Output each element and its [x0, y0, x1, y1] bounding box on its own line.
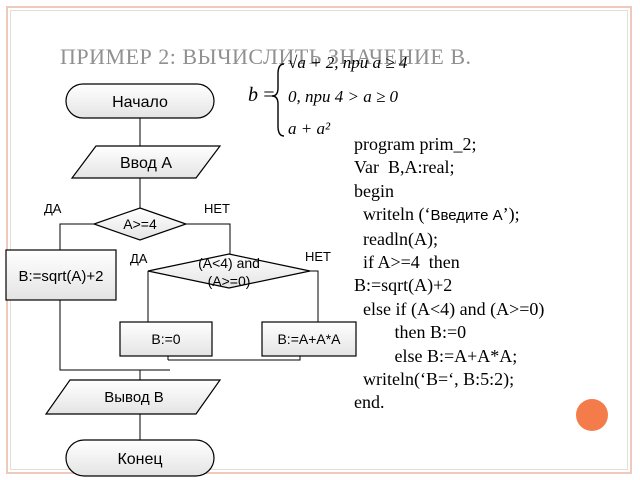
formula-equals: =: [262, 84, 276, 106]
accent-dot: [576, 399, 608, 431]
cond2-yes-label: ДА: [130, 251, 148, 266]
formula-brace: [271, 63, 285, 137]
input-parallelogram: [70, 145, 222, 179]
input-label: Ввод А: [120, 155, 172, 172]
code-line-4-end: ’);: [502, 204, 520, 225]
end-label: Конец: [117, 451, 162, 468]
code-line-7: B:=sqrt(A)+2: [354, 275, 453, 296]
flowchart-shapes: [5, 83, 357, 477]
start-label: Начало: [112, 94, 168, 111]
code-line-4: writeln (‘Введите А’);: [354, 203, 544, 227]
formula-case-2: 0, при 4 > a ≥ 0: [288, 87, 399, 106]
code-line-4-start: writeln (‘: [354, 204, 431, 225]
slide-title: ПРИМЕР 2: ВЫЧИСЛИТЬ ЗНАЧЕНИЕ В.: [60, 44, 472, 69]
flowchart-labels: Начало Ввод А A>=4 ДА НЕТ B:=sqrt(A)+2 (…: [18, 94, 341, 468]
start-terminal: [65, 83, 215, 119]
output-label: Вывод В: [104, 389, 164, 406]
code-line-11: writeln(‘B=‘, B:5:2);: [354, 369, 515, 390]
end-terminal: [65, 439, 215, 477]
output-parallelogram: [44, 379, 222, 415]
decision-range: [147, 253, 311, 289]
code-line-10: else B:=A+A*A;: [354, 345, 518, 366]
code-line-1: program prim_2;: [354, 134, 477, 154]
poly-process-box: [261, 321, 357, 357]
cond1-yes-label: ДА: [44, 201, 62, 216]
code-line-9: then B:=0: [354, 322, 467, 343]
code-line-5: readln(A);: [354, 228, 438, 249]
formula-case-1: √a + 2, при a ≥ 4: [288, 53, 408, 72]
piecewise-formula: b = √a + 2, при a ≥ 4 0, при 4 > a ≥ 0 a…: [248, 53, 408, 138]
code-line-4-prompt: Введите А: [430, 207, 503, 225]
code-line-12: end.: [354, 392, 385, 413]
cond2-no-label: НЕТ: [305, 249, 331, 264]
zero-process-box: [119, 321, 213, 357]
code-line-3: begin: [354, 180, 394, 201]
cond1-label: A>=4: [123, 216, 157, 232]
sqrt-label: B:=sqrt(A)+2: [18, 268, 103, 285]
pascal-code: program prim_2; Var B,A:real;begin writel…: [354, 133, 544, 415]
code-line-2: Var B,A:real;: [354, 157, 455, 178]
poly-label: B:=A+A*A: [277, 331, 341, 347]
formula-case-3: a + a²: [288, 119, 331, 138]
code-line-6: if A>=4 then: [354, 252, 460, 273]
code-line-8: else if (A<4) and (A>=0): [354, 298, 545, 319]
cond2-label-line1: (A<4) and: [198, 255, 260, 271]
flowchart-connectors: [59, 118, 319, 440]
slide-inner-border: [10, 10, 628, 470]
cond2-label-line2: (A>=0): [208, 273, 251, 289]
zero-label: B:=0: [151, 331, 180, 347]
decision-a-ge-4: [92, 207, 188, 241]
formula-lhs: b: [248, 84, 258, 106]
slide-border: [6, 6, 632, 474]
cond1-no-label: НЕТ: [204, 201, 230, 216]
sqrt-process-box: [5, 249, 117, 301]
